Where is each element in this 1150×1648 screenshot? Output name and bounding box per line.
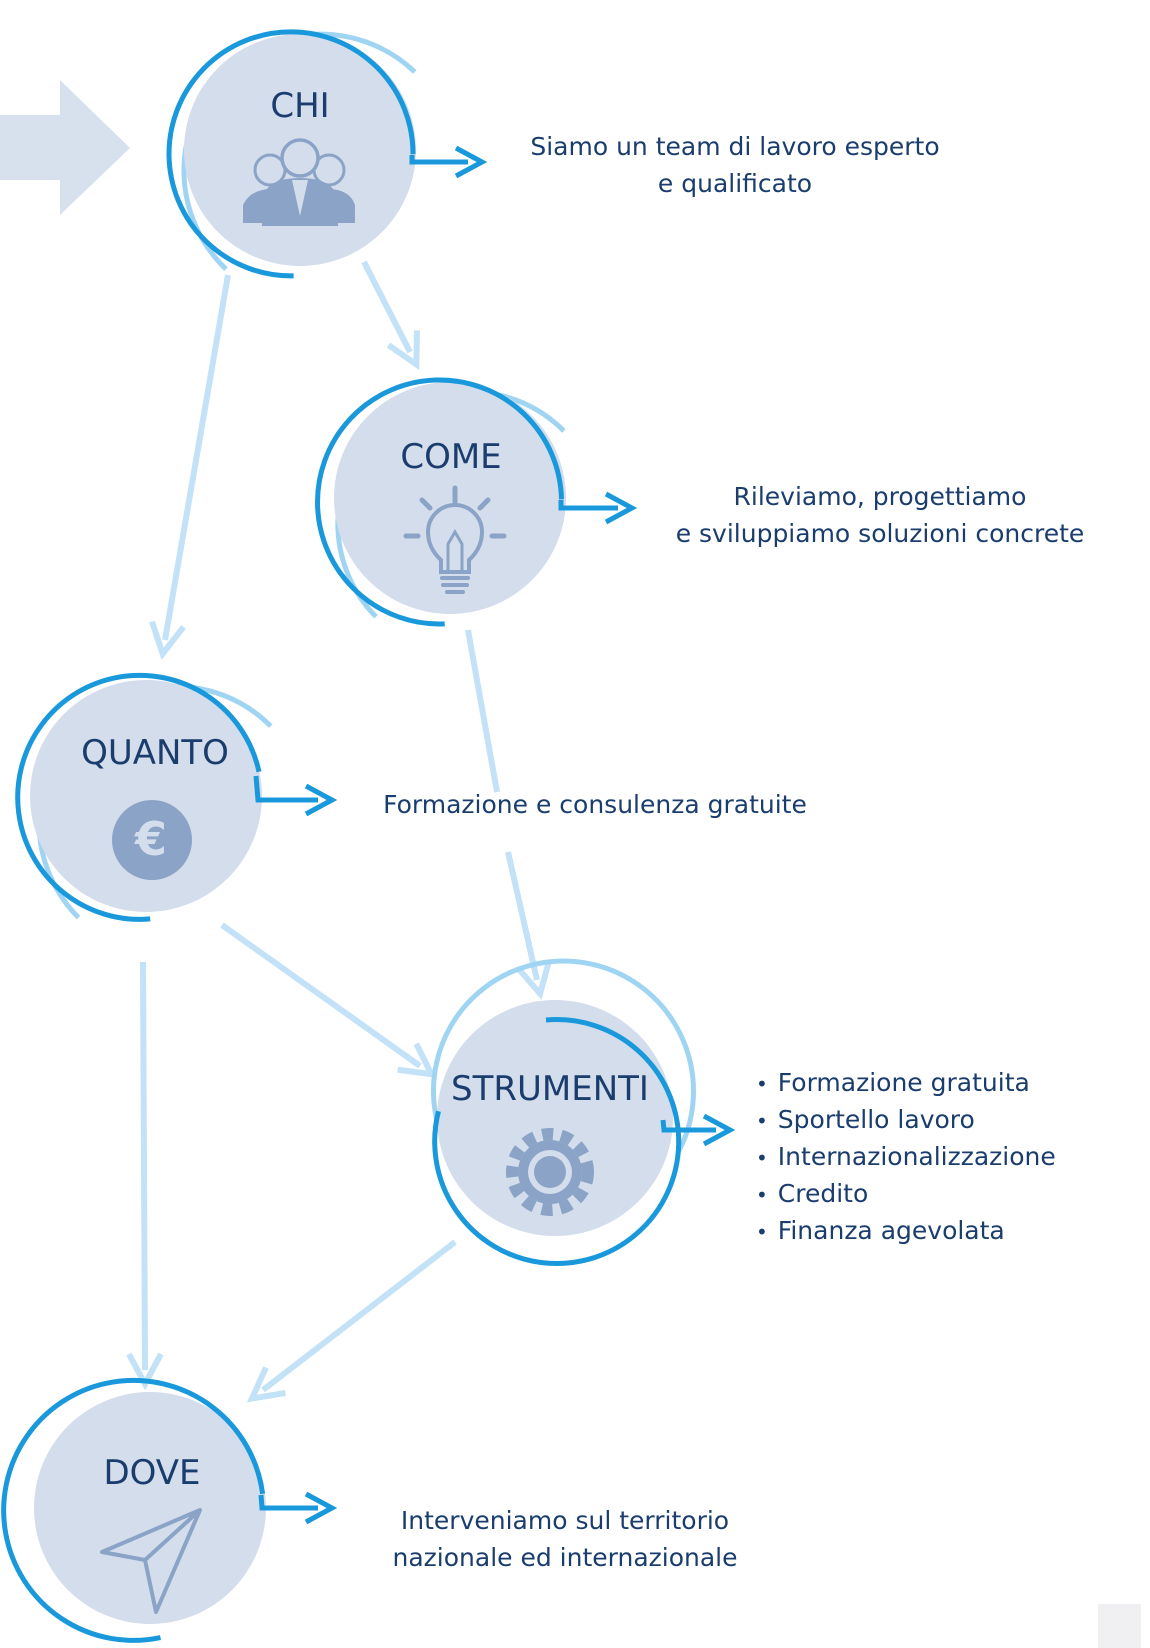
connector-come-strumenti	[505, 851, 537, 980]
side-arrow	[558, 491, 638, 525]
node-label: COME	[400, 437, 501, 477]
list-item: Formazione gratuita	[756, 1065, 1056, 1102]
ring-dark	[315, 377, 564, 627]
team-icon	[243, 138, 355, 226]
svg-text:€: €	[134, 812, 167, 866]
corner-box	[1098, 1604, 1141, 1648]
list-item: Sportello lavoro	[756, 1102, 1056, 1139]
strumenti-list: Formazione gratuita Sportello lavoro Int…	[756, 1065, 1056, 1250]
node-chi: CHI	[166, 29, 488, 279]
side-arrow	[258, 1491, 338, 1525]
list-item: Internazionalizzazione	[756, 1139, 1056, 1176]
gear-icon	[506, 1128, 594, 1216]
quanto-description: Formazione e consulenza gratuite	[383, 790, 807, 819]
circle	[334, 382, 566, 614]
connectors	[143, 260, 537, 1390]
node-label: CHI	[270, 86, 329, 126]
node-label: STRUMENTI	[451, 1069, 649, 1109]
ring-dark	[15, 672, 262, 922]
ring-dark	[166, 29, 416, 279]
side-arrow	[660, 1113, 736, 1147]
node-come: COME	[315, 377, 638, 627]
ring-dark	[1, 1377, 266, 1643]
circle	[34, 1392, 266, 1624]
circle	[437, 1000, 673, 1236]
come-description: Rileviamo, progettiamo e sviluppiamo sol…	[675, 482, 1085, 548]
chi-description: Siamo un team di lavoro esperto e qualif…	[530, 132, 940, 198]
euro-icon: €	[112, 800, 192, 880]
node-strumenti: STRUMENTI	[430, 958, 736, 1267]
connector-quanto-dove	[143, 961, 145, 1370]
ring-dark	[432, 1017, 682, 1267]
list-item: Finanza agevolata	[756, 1213, 1056, 1250]
node-label: QUANTO	[81, 733, 229, 773]
connector-chi-come	[361, 260, 410, 352]
connector-quanto-strumenti	[220, 922, 420, 1066]
connector-come-strumenti-upper	[465, 629, 500, 793]
paper-plane-icon	[100, 1508, 202, 1614]
node-quanto: QUANTO €	[15, 672, 338, 922]
node-label: DOVE	[103, 1453, 200, 1493]
connector-strumenti-dove	[263, 1239, 457, 1390]
node-dove: DOVE	[1, 1377, 338, 1643]
side-arrow	[409, 145, 488, 179]
dove-description: Interveniamo sul territorio nazionale ed…	[392, 1506, 738, 1572]
circle	[30, 680, 262, 912]
entry-arrow-shape	[0, 80, 130, 215]
list-item: Credito	[756, 1176, 1056, 1213]
side-arrow	[253, 775, 338, 817]
connector-chi-quanto	[165, 274, 231, 640]
lightbulb-icon	[403, 485, 507, 594]
